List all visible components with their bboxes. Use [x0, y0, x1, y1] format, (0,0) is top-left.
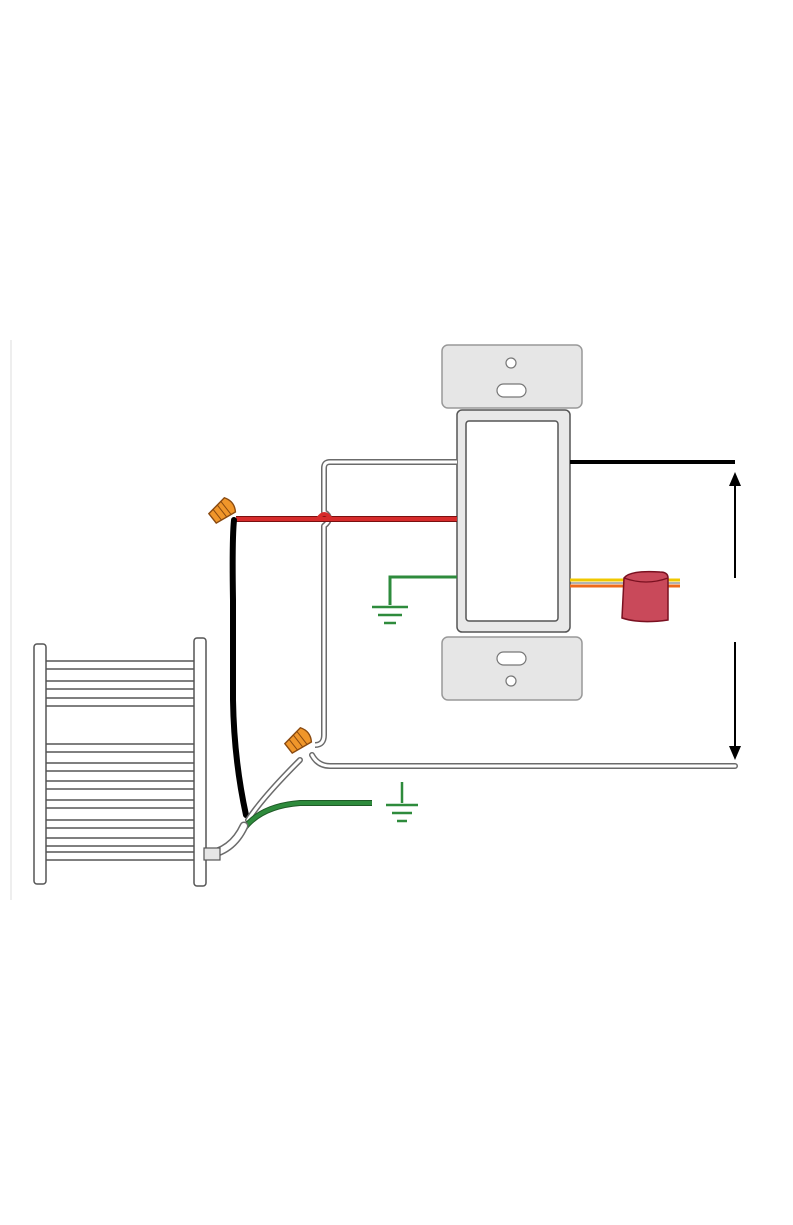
wire-nut-white-icon: [283, 726, 314, 756]
switch-top-tab: [442, 345, 582, 408]
heater-cable-clamp: [204, 848, 220, 860]
heater-ground-wire: [243, 803, 372, 830]
bottom-screw-hole-icon: [506, 676, 516, 686]
switch-paddle: [466, 421, 558, 621]
heater-black-wire: [233, 520, 246, 815]
top-screw-hole-icon: [506, 358, 516, 368]
heater-left-post: [34, 644, 46, 884]
towel-warmer-icon: [34, 638, 220, 886]
ground-symbol-supply-icon: [386, 782, 418, 821]
dimmer-switch: [442, 345, 582, 700]
ground-symbol-switch-icon: [372, 607, 408, 623]
switch-ground-wire: [390, 577, 457, 605]
supply-white-wire: [312, 755, 735, 766]
bottom-slot-icon: [497, 652, 526, 665]
top-slot-icon: [497, 384, 526, 397]
switch-white-wire: [315, 462, 457, 745]
switch-bottom-tab: [442, 637, 582, 700]
supply-double-arrow-icon: [729, 472, 741, 760]
heater-ground-wire-outline: [243, 803, 372, 830]
